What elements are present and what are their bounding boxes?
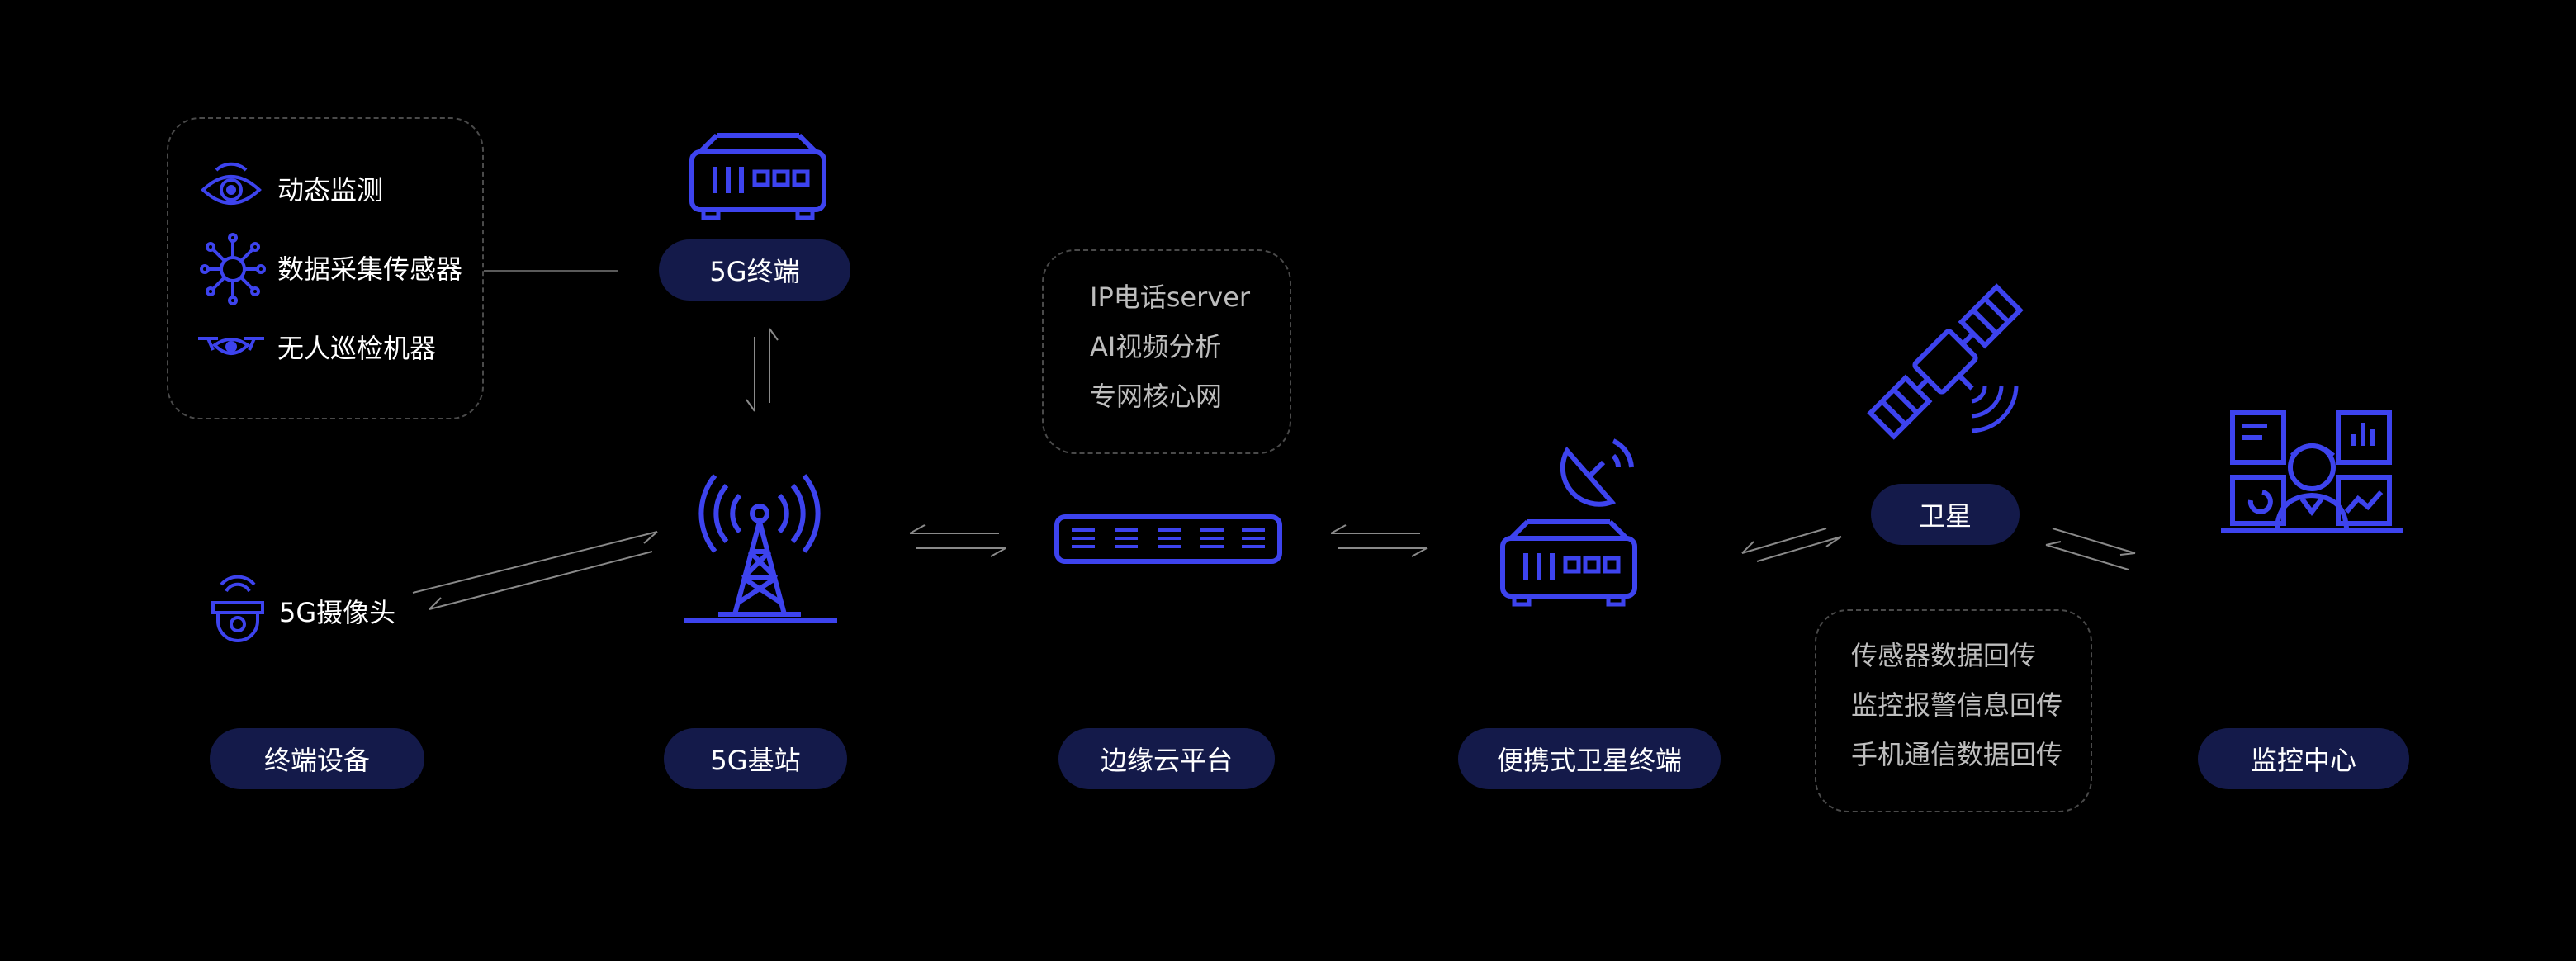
- transmission-sensor-data: 传感器数据回传: [1851, 640, 2037, 671]
- satellite-icon: [1867, 283, 2024, 440]
- 5g-terminal-router-icon: [692, 135, 824, 218]
- double-arrow-satellite-center: [2045, 528, 2136, 570]
- double-arrow-tower-edge: [909, 524, 1006, 557]
- double-arrow-portable-satellite: [1741, 528, 1842, 562]
- terminal-item-data-sensor: 数据采集传感器: [277, 253, 463, 285]
- monitoring-center-label: 监控中心: [2198, 728, 2409, 789]
- edge-services-box: [1042, 249, 1291, 454]
- transmission-alarm-info: 监控报警信息回传: [1851, 689, 2063, 721]
- edge-service-ai-video: AI视频分析: [1090, 331, 1222, 362]
- portable-terminal-router-icon: [1503, 522, 1635, 604]
- terminal-item-dynamic-monitoring: 动态监测: [277, 174, 384, 206]
- double-arrow-vertical: [746, 328, 779, 412]
- terminal-devices-label: 终端设备: [210, 728, 424, 789]
- eye-icon: [201, 162, 262, 205]
- portable-terminal-label: 便携式卫星终端: [1458, 728, 1721, 789]
- server-rack-icon: [1054, 514, 1282, 564]
- monitoring-screens-icon: [2221, 410, 2403, 533]
- double-arrow-edge-portable: [1330, 524, 1428, 557]
- drone-icon: [198, 337, 264, 355]
- camera-icon: [211, 575, 264, 642]
- terminal-item-inspection-robot: 无人巡检机器: [277, 333, 437, 364]
- signal-waves-icon: [1971, 386, 2019, 433]
- edge-cloud-label: 边缘云平台: [1058, 728, 1275, 789]
- transmission-phone-data: 手机通信数据回传: [1851, 739, 2063, 770]
- satellite-label: 卫星: [1871, 484, 2020, 545]
- double-arrow-camera-tower: [412, 531, 658, 610]
- satellite-transmission-box: [1815, 609, 2092, 812]
- satellite-dish-icon: [1560, 438, 1634, 507]
- tower-icon: [684, 474, 837, 623]
- sensor-network-icon: [200, 233, 266, 305]
- terminal-devices-box: [167, 117, 484, 419]
- base-station-label: 5G基站: [664, 728, 847, 789]
- edge-service-ip-phone: IP电话server: [1090, 282, 1251, 313]
- 5g-terminal-label: 5G终端: [659, 239, 850, 301]
- edge-service-core-network: 专网核心网: [1090, 381, 1223, 412]
- camera-label: 5G摄像头: [279, 597, 396, 628]
